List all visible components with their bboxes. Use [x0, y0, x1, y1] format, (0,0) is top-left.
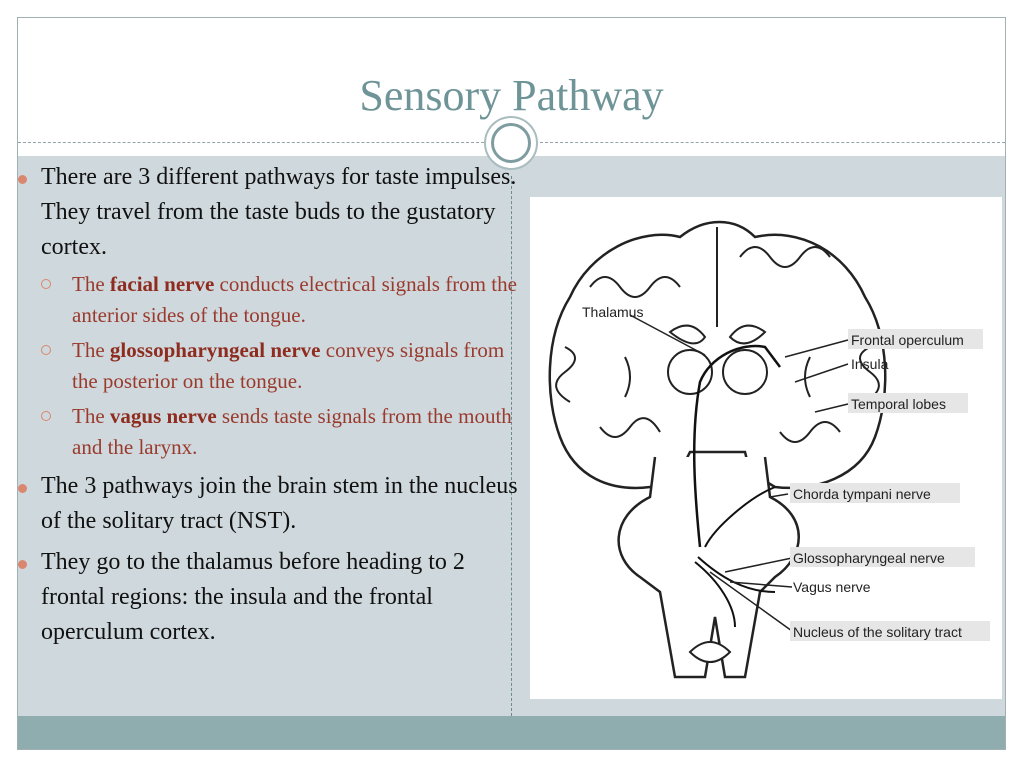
title-divider-right [540, 142, 1005, 143]
divider-circle-inner [491, 123, 531, 163]
sub-bullet-ring-icon [41, 345, 51, 355]
footer-bar [18, 716, 1005, 749]
brain-diagram-figure: Thalamus Frontal operculum Insula Tempor… [530, 197, 1002, 699]
leader-insula [794, 363, 849, 383]
label-bg-glossopharyngeal [790, 547, 975, 567]
brain-diagram-svg: Thalamus Frontal operculum Insula Tempor… [548, 220, 990, 679]
sub-bullet-ring-icon [41, 411, 51, 421]
divider-circle-icon [484, 116, 538, 170]
sub-bullet-item: The facial nerve conducts electrical sig… [18, 269, 528, 331]
label-thalamus: Thalamus [582, 304, 643, 320]
chorda-tympani-path [704, 486, 776, 548]
sub-bullet-bold: vagus nerve [109, 404, 217, 428]
bullet-dot-icon [18, 175, 27, 184]
leader-glossopharyngeal [724, 557, 793, 573]
sub-bullet-bold: facial nerve [109, 272, 215, 296]
leader-nucleus [709, 571, 793, 632]
label-insula: Insula [851, 356, 889, 372]
label-bg-nucleus [790, 621, 990, 641]
label-glossopharyngeal: Glossopharyngeal nerve [793, 550, 945, 566]
leader-thalamus [629, 314, 706, 356]
label-bg-frontal-operculum [848, 329, 983, 349]
ventricles [668, 324, 767, 345]
label-temporal-lobes: Temporal lobes [851, 396, 946, 412]
bullet-item: The 3 pathways join the brain stem in th… [18, 469, 528, 539]
leader-chorda-tympani [769, 493, 789, 498]
sub-bullet-suffix: conducts electrical signals from the ant… [72, 272, 517, 327]
bullet-dot-icon [18, 560, 27, 569]
leader-frontal-operculum [784, 339, 849, 358]
leader-temporal-lobes [814, 403, 849, 413]
bullet-list: There are 3 different pathways for taste… [18, 160, 528, 650]
sub-bullet-prefix: The [72, 272, 110, 296]
column-divider [511, 176, 512, 716]
bullet-item: There are 3 different pathways for taste… [18, 160, 528, 265]
bullet-text: There are 3 different pathways for taste… [41, 164, 517, 260]
brain-gyri [555, 246, 880, 443]
sub-bullet-bold: glossopharyngeal nerve [109, 338, 321, 362]
title-divider-left [18, 142, 484, 143]
label-nucleus: Nucleus of the solitary tract [793, 624, 962, 640]
label-bg-temporal-lobes [848, 393, 968, 413]
label-bg-chorda-tympani [790, 483, 960, 503]
label-vagus: Vagus nerve [793, 579, 871, 595]
bullet-dot-icon [18, 484, 27, 493]
label-frontal-operculum: Frontal operculum [851, 332, 964, 348]
slide-title: Sensory Pathway [359, 71, 664, 120]
label-chorda-tympani: Chorda tympani nerve [793, 486, 931, 502]
sub-bullet-prefix: The [72, 404, 110, 428]
bullet-text: They go to the thalamus before heading t… [41, 549, 465, 645]
bullet-text: The 3 pathways join the brain stem in th… [41, 473, 518, 534]
thalamus-right [722, 349, 768, 395]
sub-bullet-prefix: The [72, 338, 110, 362]
sub-bullet-ring-icon [41, 279, 51, 289]
sub-bullet-suffix: conveys signals from the posterior on th… [72, 338, 505, 393]
sub-bullet-item: The vagus nerve sends taste signals from… [18, 401, 528, 463]
bullet-item: They go to the thalamus before heading t… [18, 545, 528, 650]
sub-bullet-suffix: sends taste signals from the mouth and t… [72, 404, 512, 459]
sub-bullet-item: The glossopharyngeal nerve conveys signa… [18, 335, 528, 397]
leader-vagus [729, 581, 793, 588]
medulla-section [688, 641, 732, 663]
vagus-path [694, 561, 736, 628]
taste-pathway [693, 344, 781, 548]
insula-folds [624, 356, 811, 398]
